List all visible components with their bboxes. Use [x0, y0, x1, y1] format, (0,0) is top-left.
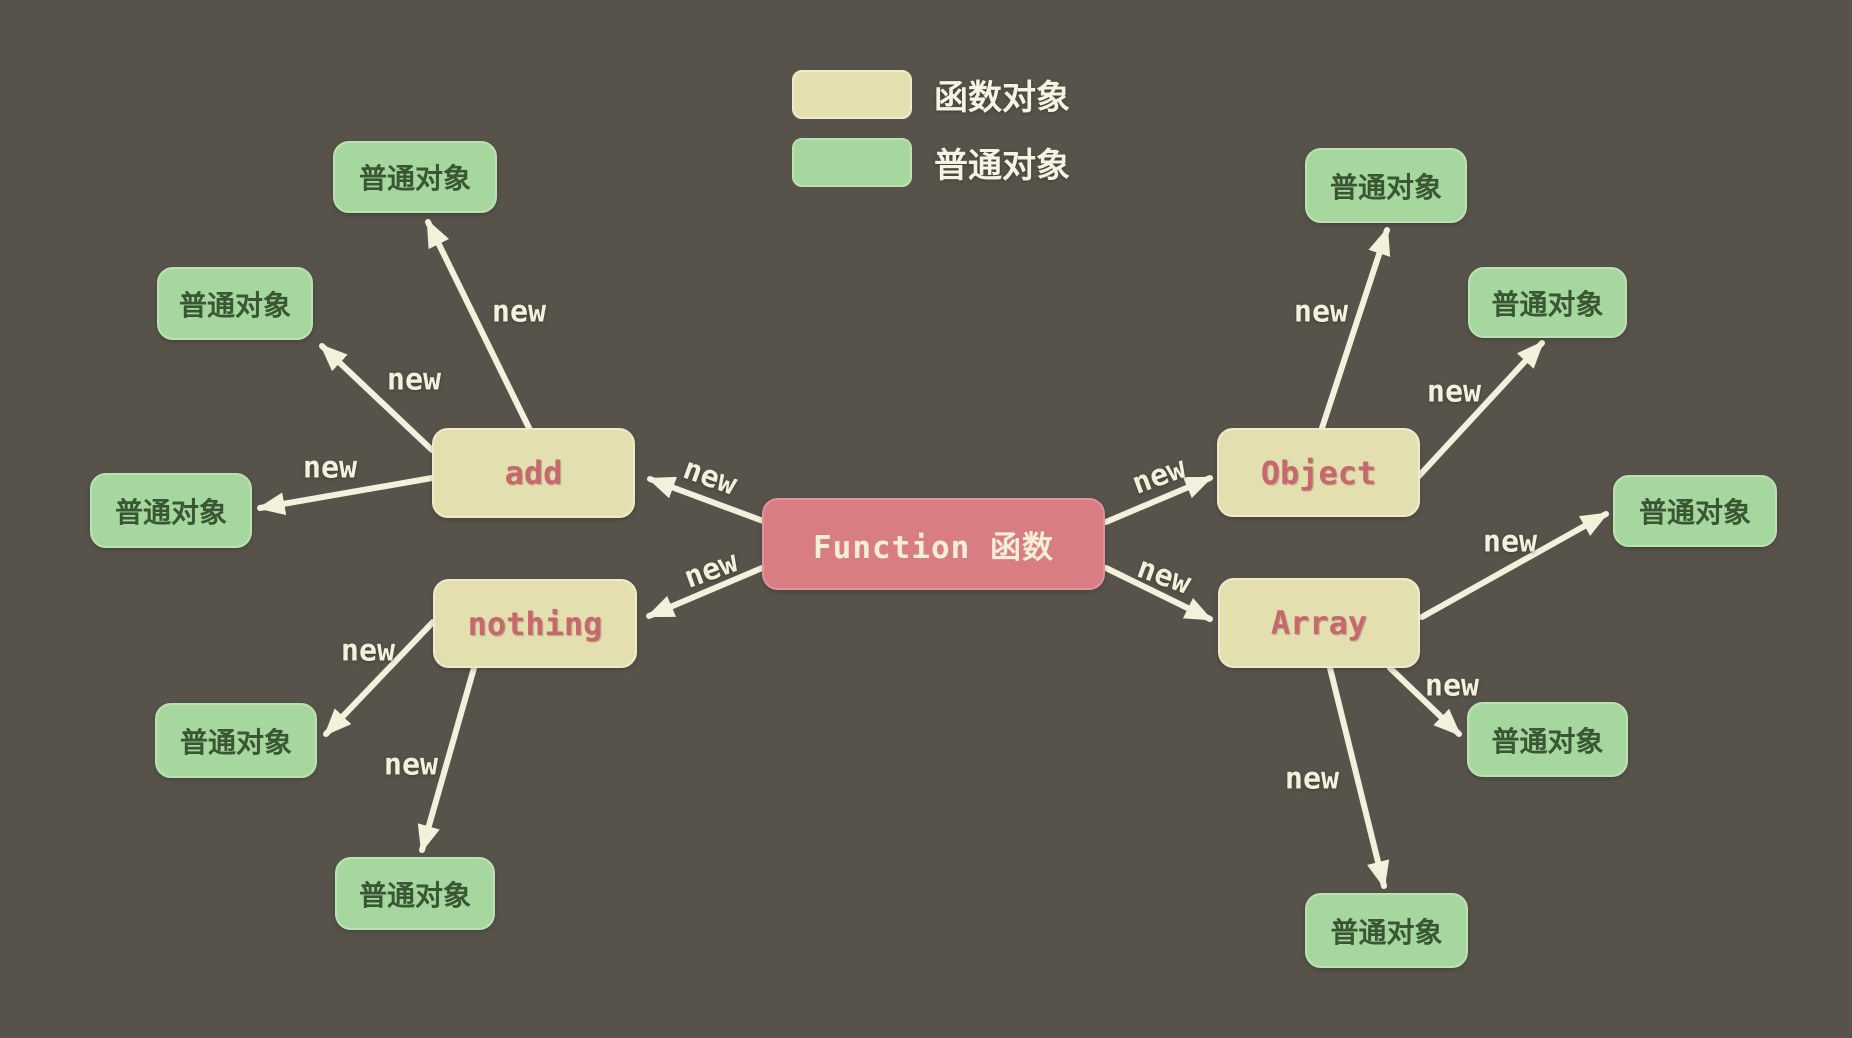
- node-plain-object-5[interactable]: 普通对象: [335, 857, 495, 930]
- edge-label-new: new: [1293, 294, 1349, 330]
- edge-label-new: new: [302, 450, 358, 486]
- node-label: 普通对象: [1491, 725, 1604, 757]
- node-add[interactable]: add: [432, 428, 635, 518]
- node-label: Array: [1270, 604, 1368, 642]
- node-plain-object-4[interactable]: 普通对象: [155, 703, 317, 778]
- node-label: 普通对象: [179, 726, 292, 758]
- node-plain-object-10[interactable]: 普通对象: [1305, 893, 1468, 968]
- node-plain-object-7[interactable]: 普通对象: [1468, 267, 1627, 338]
- node-array[interactable]: Array: [1218, 578, 1420, 668]
- node-label: 普通对象: [358, 163, 471, 194]
- edge-label-new: new: [1482, 524, 1538, 560]
- legend-label-plain-object: 普通对象: [934, 147, 1070, 185]
- edge-label-new: new: [678, 451, 742, 503]
- node-label: 普通对象: [1638, 497, 1751, 528]
- edge-label-new: new: [679, 544, 743, 596]
- edge-label-new: new: [491, 294, 547, 330]
- node-label: nothing: [467, 604, 603, 643]
- node-label: 普通对象: [178, 289, 291, 321]
- node-plain-object-3[interactable]: 普通对象: [90, 473, 252, 548]
- node-label: 普通对象: [1491, 288, 1604, 320]
- edge-label-new: new: [1127, 450, 1191, 502]
- edge-label-new: new: [386, 362, 442, 398]
- legend-swatch-function-object[interactable]: [792, 70, 912, 119]
- edge-label-new: new: [1132, 550, 1196, 602]
- node-plain-object-1[interactable]: 普通对象: [333, 141, 497, 213]
- node-nothing[interactable]: nothing: [433, 579, 637, 668]
- node-label: 普通对象: [358, 879, 471, 911]
- edge-label-new: new: [1424, 668, 1480, 704]
- node-plain-object-6[interactable]: 普通对象: [1305, 148, 1467, 223]
- edge-label-new: new: [1284, 761, 1340, 797]
- node-function-root[interactable]: Function 函数: [762, 498, 1105, 590]
- node-plain-object-2[interactable]: 普通对象: [157, 267, 313, 340]
- legend-item-function-object: 函数对象: [792, 70, 1070, 119]
- node-label: Function 函数: [813, 529, 1054, 566]
- node-label: 普通对象: [114, 496, 227, 528]
- node-label: 普通对象: [1329, 171, 1442, 203]
- legend: 函数对象 普通对象: [792, 70, 1070, 206]
- node-label: add: [504, 454, 563, 492]
- node-object[interactable]: Object: [1217, 428, 1420, 517]
- edge-label-new: new: [1426, 374, 1482, 410]
- edge-label-new: new: [383, 747, 439, 783]
- legend-item-plain-object: 普通对象: [792, 138, 1070, 187]
- node-label: 普通对象: [1330, 916, 1443, 948]
- legend-label-function-object: 函数对象: [934, 79, 1070, 117]
- edge-arrow-object-to-plain-object-7: [1415, 340, 1545, 480]
- node-plain-object-9[interactable]: 普通对象: [1467, 702, 1628, 777]
- edge-label-new: new: [340, 633, 396, 669]
- node-plain-object-8[interactable]: 普通对象: [1613, 475, 1777, 547]
- legend-swatch-plain-object[interactable]: [792, 138, 912, 187]
- node-label: Object: [1260, 453, 1377, 492]
